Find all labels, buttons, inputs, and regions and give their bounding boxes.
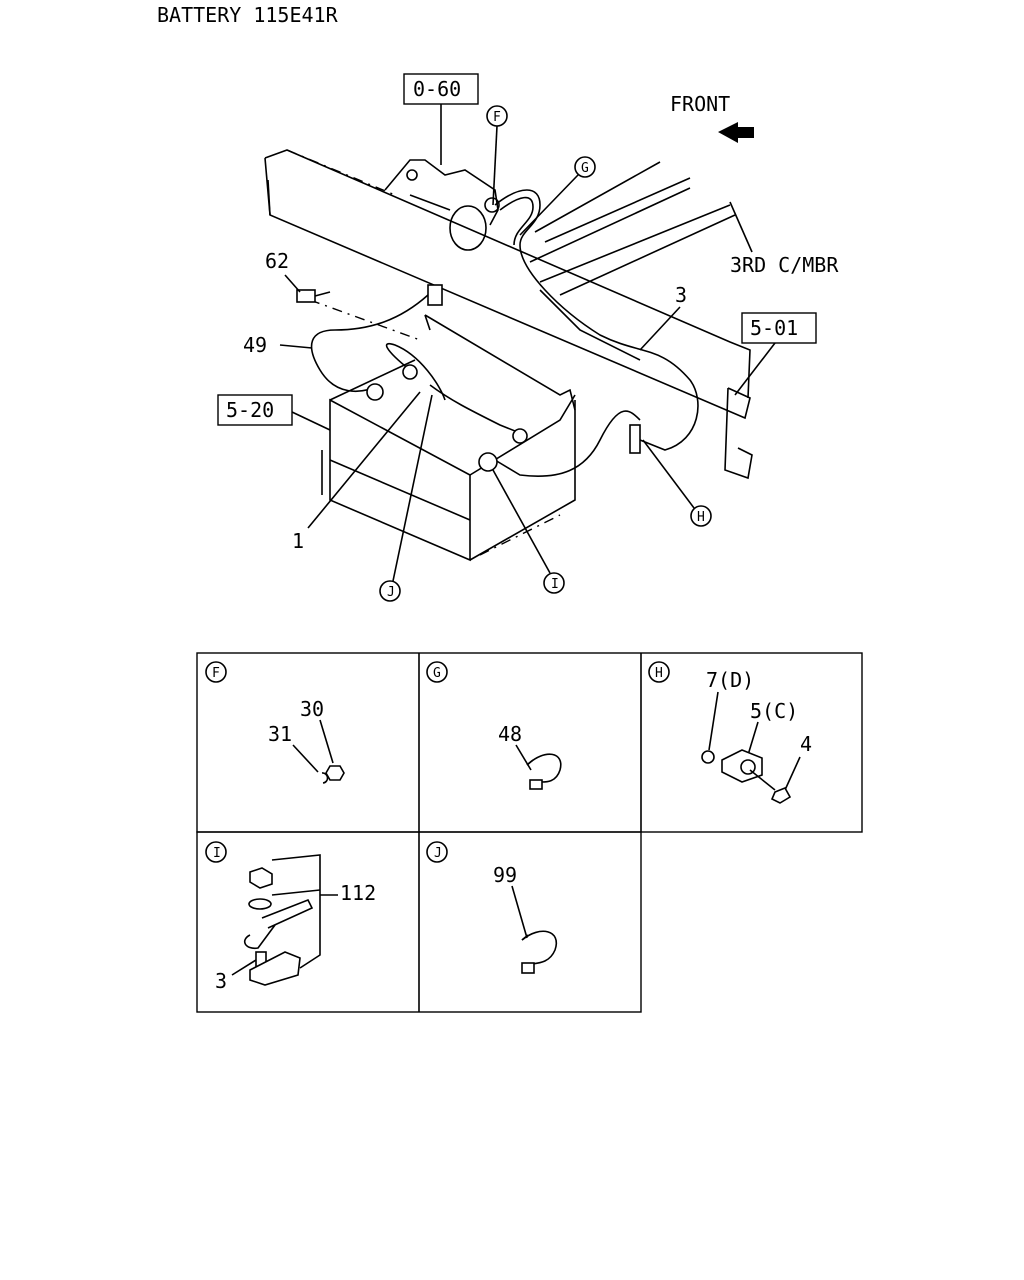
bolt-4-icon: [770, 786, 792, 804]
battery-cable: [310, 189, 699, 478]
detail-I-label-3: 3: [215, 969, 227, 993]
detail-F-label-30: 30: [300, 697, 324, 721]
nut-7-icon: [701, 750, 715, 764]
callout-circle-G: G: [519, 156, 596, 236]
frame-label: 3RD C/MBR: [730, 253, 839, 277]
svg-text:F: F: [493, 110, 501, 125]
clip-99-icon: [521, 930, 558, 965]
frame-label-leader: [729, 201, 753, 253]
callout-49: 49: [243, 333, 267, 357]
detail-H: H 7(D) 5(C) 4: [648, 661, 812, 804]
ref-box-frame: 5-01: [734, 312, 817, 396]
svg-text:I: I: [213, 846, 221, 861]
callout-circle-H: H: [642, 439, 712, 527]
svg-text:G: G: [433, 666, 441, 681]
callout-circle-F: F: [486, 105, 508, 206]
front-arrow-icon: [718, 122, 754, 143]
terminal-nut-icon: [249, 867, 273, 889]
frame-rail: [264, 149, 753, 556]
battery-box: [321, 314, 576, 562]
callout-3: 3: [675, 283, 687, 307]
page-title: BATTERY 115E41R: [157, 3, 339, 27]
callout-62: 62: [265, 249, 289, 273]
detail-J-label-99: 99: [493, 863, 517, 887]
svg-text:I: I: [551, 577, 559, 592]
detail-F: F 30 31: [205, 661, 345, 784]
detail-J: J 99: [426, 841, 558, 974]
front-label: FRONT: [670, 92, 730, 116]
svg-text:J: J: [434, 846, 442, 861]
svg-text:5-01: 5-01: [750, 316, 798, 340]
callout-circle-I: I: [492, 469, 565, 594]
svg-text:H: H: [655, 666, 663, 681]
detail-F-label-31: 31: [268, 722, 292, 746]
svg-text:0-60: 0-60: [413, 77, 461, 101]
detail-H-label-5C: 5(C): [750, 699, 798, 723]
clip-48-icon: [526, 753, 562, 783]
detail-I-label-112: 112: [340, 881, 376, 905]
starter-motor: [384, 159, 500, 251]
detail-grid: [196, 652, 863, 1013]
crossmember: [529, 161, 736, 361]
terminal-washer-icon: [248, 898, 272, 910]
clamp-terminal-icon: [249, 951, 301, 986]
svg-text:F: F: [212, 666, 220, 681]
callout-1: 1: [292, 529, 304, 553]
svg-text:5-20: 5-20: [226, 398, 274, 422]
ref-box-starter: 0-60: [403, 73, 479, 165]
battery-terminals: [296, 284, 641, 472]
svg-text:H: H: [697, 510, 705, 525]
svg-text:G: G: [581, 161, 589, 176]
detail-I: I 112 3: [205, 841, 376, 993]
svg-text:J: J: [387, 585, 395, 600]
washer-icon: [321, 772, 329, 784]
cable-end-icon: [261, 898, 314, 929]
detail-H-label-7D: 7(D): [706, 668, 754, 692]
callout-circle-J: J: [379, 394, 433, 602]
nut-icon: [325, 765, 345, 781]
ref-box-battery-box: 5-20: [217, 394, 331, 431]
detail-G-label-48: 48: [498, 722, 522, 746]
detail-H-label-4: 4: [800, 732, 812, 756]
detail-G: G 48: [426, 661, 562, 790]
